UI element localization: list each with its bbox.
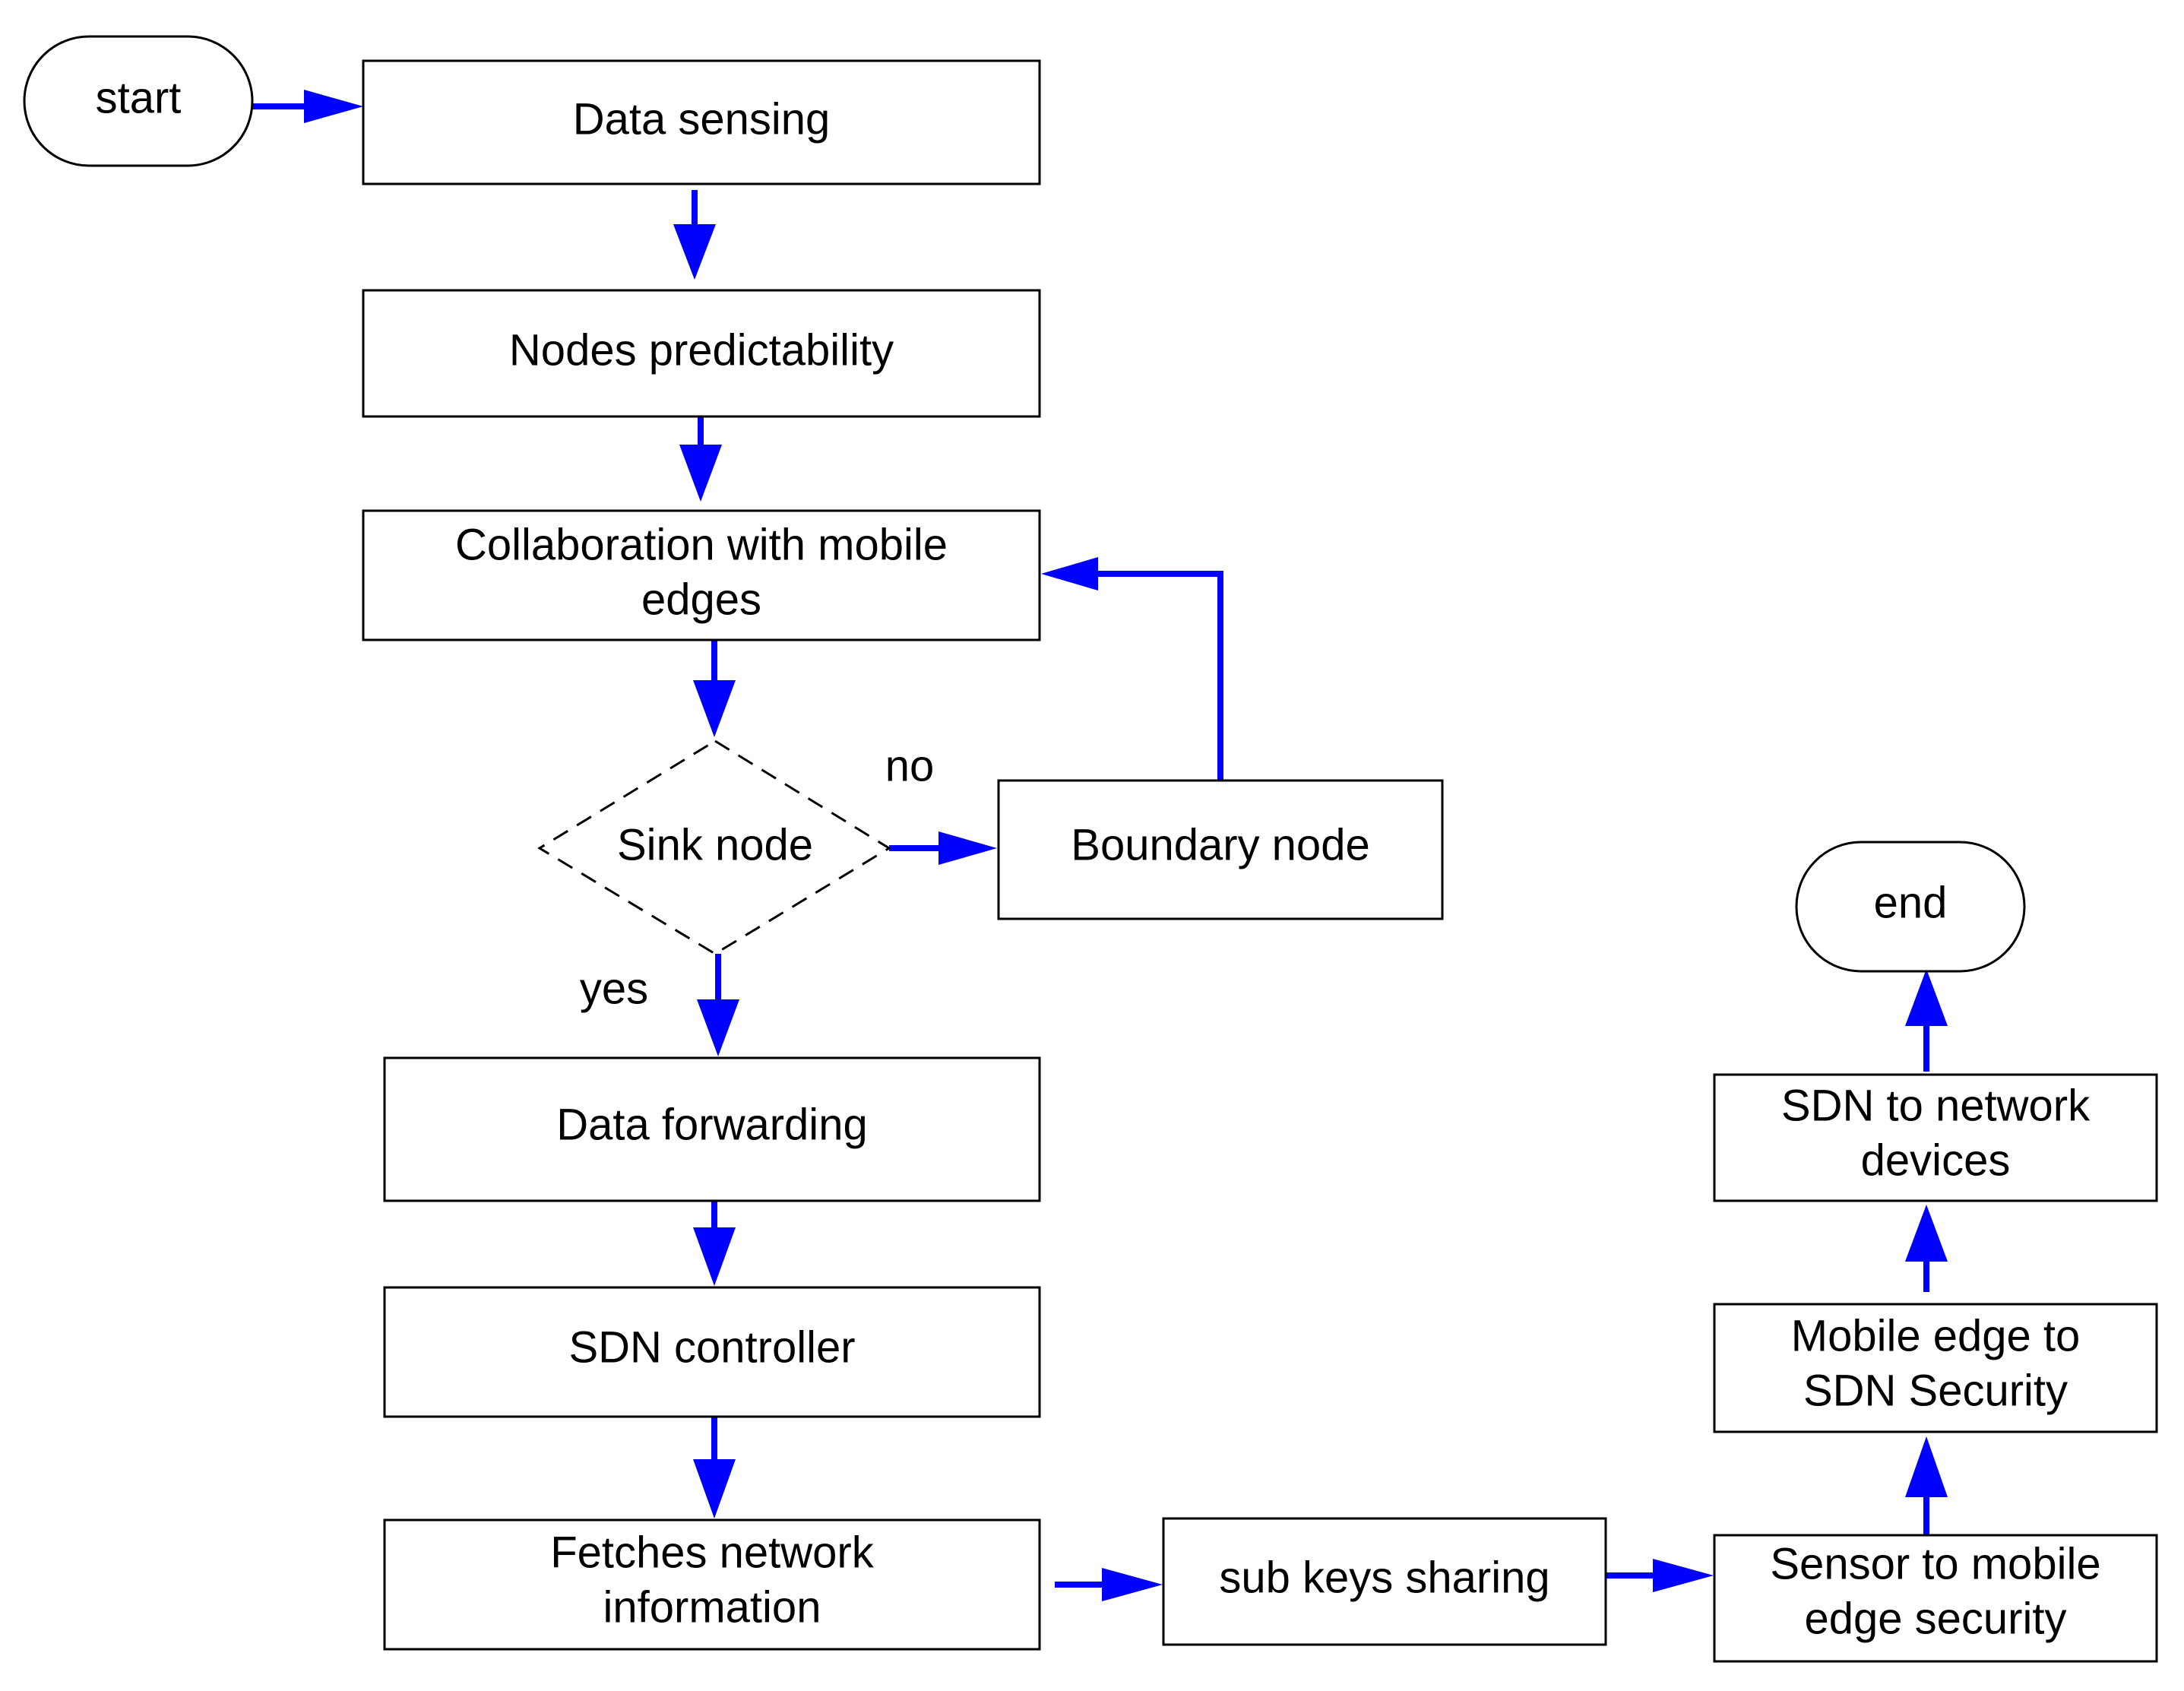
end-terminal-shape [1795, 841, 2026, 973]
node-sdn-to-network: SDN to network devices [1713, 1073, 2158, 1202]
edge-sink-to-data-forwarding-yes [697, 954, 739, 1056]
edge-start-to-data-sensing [251, 90, 363, 123]
node-sub-keys-sharing: sub keys sharing [1162, 1517, 1607, 1646]
collaboration-label-line1: Collaboration with mobile [455, 520, 948, 569]
node-fetches: Fetches network information [383, 1518, 1041, 1651]
node-boundary-node: Boundary node [997, 779, 1444, 920]
node-data-sensing: Data sensing [362, 59, 1041, 185]
edge-sink-to-boundary-no [889, 831, 997, 865]
edge-data-sensing-to-nodes-predictability [673, 190, 716, 280]
mobile-edge-to-sdn-label-line1: Mobile edge to [1791, 1311, 2080, 1360]
collaboration-box [362, 509, 1041, 641]
edge-mobile-sdn-to-sdn-network [1905, 1205, 1948, 1292]
start-terminal-shape [23, 35, 254, 167]
sdn-controller-box [383, 1286, 1041, 1418]
sensor-to-mobile-box [1713, 1534, 2158, 1663]
edge-nodes-predictability-to-collaboration [679, 414, 722, 502]
nodes-predictability-box [362, 289, 1041, 418]
fetches-label-line1: Fetches network [550, 1528, 875, 1577]
collaboration-label-line2: edges [641, 575, 761, 624]
end-label: end [1874, 878, 1948, 927]
sdn-controller-label: SDN controller [568, 1322, 855, 1372]
edge-label-no: no [885, 741, 935, 790]
edges [251, 90, 1948, 1601]
data-sensing-label: Data sensing [573, 94, 831, 144]
edge-label-yes: yes [580, 964, 648, 1013]
sink-node-decision-shape [537, 739, 891, 955]
node-start: start [23, 35, 254, 167]
edge-boundary-to-collaboration [1041, 557, 1223, 781]
sdn-to-network-box [1713, 1073, 2158, 1202]
node-data-forwarding: Data forwarding [383, 1056, 1041, 1202]
nodes-predictability-label: Nodes predictability [509, 325, 894, 375]
edge-data-forwarding-to-sdn-controller [693, 1199, 736, 1286]
sensor-to-mobile-label-line1: Sensor to mobile [1770, 1539, 2100, 1588]
node-nodes-predictability: Nodes predictability [362, 289, 1041, 418]
node-end: end [1795, 841, 2026, 973]
sub-keys-sharing-box [1162, 1517, 1607, 1646]
mobile-edge-to-sdn-box [1713, 1303, 2158, 1433]
edge-sdn-network-to-end [1905, 969, 1948, 1072]
node-sdn-controller: SDN controller [383, 1286, 1041, 1418]
boundary-node-label: Boundary node [1071, 820, 1369, 869]
edge-collaboration-to-sink-node [693, 637, 736, 737]
edge-sdn-controller-to-fetches [693, 1415, 736, 1518]
edge-sub-keys-to-sensor-mobile [1605, 1559, 1714, 1592]
data-sensing-box [362, 59, 1041, 185]
fetches-box [383, 1518, 1041, 1651]
data-forwarding-box [383, 1056, 1041, 1202]
node-sink-node: Sink node [537, 739, 891, 955]
node-collaboration: Collaboration with mobile edges [362, 509, 1041, 641]
fetches-label-line2: information [603, 1582, 821, 1632]
data-forwarding-label: Data forwarding [556, 1100, 867, 1149]
edge-fetches-to-sub-keys [1055, 1568, 1163, 1601]
sub-keys-sharing-label: sub keys sharing [1219, 1553, 1549, 1602]
sdn-to-network-label-line1: SDN to network [1781, 1081, 2091, 1130]
mobile-edge-to-sdn-label-line2: SDN Security [1803, 1366, 2068, 1415]
node-mobile-edge-to-sdn: Mobile edge to SDN Security [1713, 1303, 2158, 1433]
edge-sensor-mobile-to-mobile-sdn [1905, 1436, 1948, 1535]
node-sensor-to-mobile: Sensor to mobile edge security [1713, 1534, 2158, 1663]
start-label: start [96, 73, 182, 122]
sensor-to-mobile-label-line2: edge security [1805, 1594, 2067, 1643]
sink-node-label: Sink node [617, 820, 813, 869]
boundary-node-box [997, 779, 1444, 920]
sdn-to-network-label-line2: devices [1861, 1135, 2011, 1185]
